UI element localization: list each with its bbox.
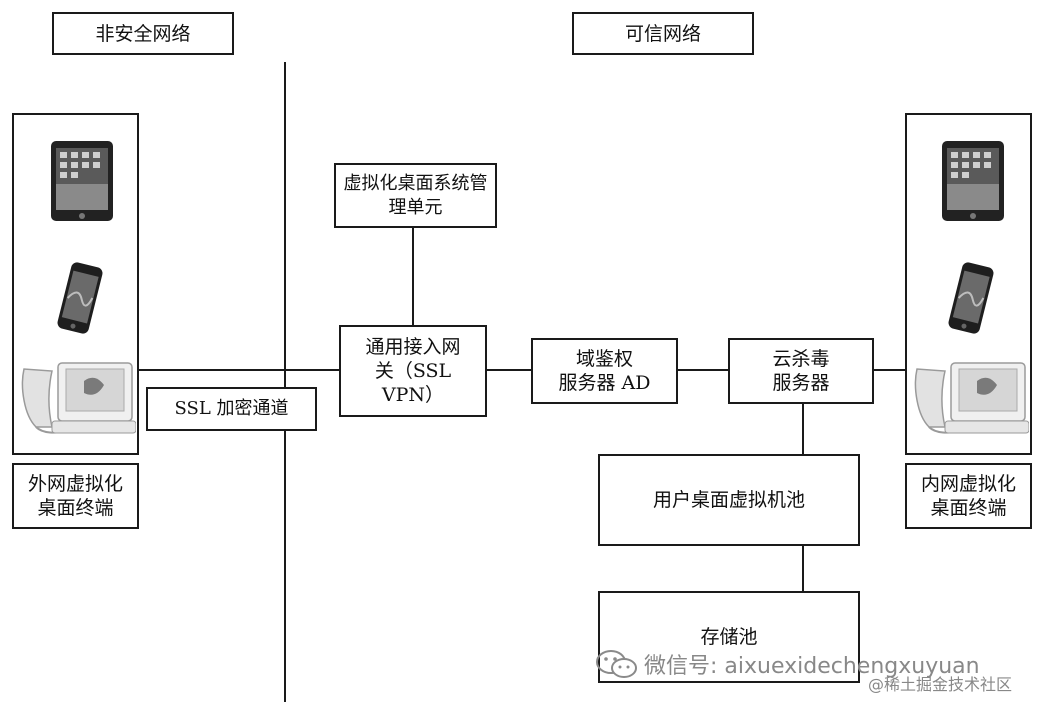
tablet-icon xyxy=(51,141,113,221)
ssl-tunnel-box: SSL 加密通道 xyxy=(146,387,317,431)
wechat-icon xyxy=(596,650,637,678)
gateway-box: 通用接入网 关（SSL VPN） xyxy=(339,325,487,417)
desktop-vm-pool-label: 用户桌面虚拟机池 xyxy=(652,489,805,511)
connector-ad-to-antivirus xyxy=(677,369,728,371)
ad-server-box: 域鉴权 服务器 AD xyxy=(531,338,678,404)
video-phone-icon xyxy=(21,362,136,434)
storage-pool-label: 存储池 xyxy=(700,626,758,648)
management-unit-label: 虚拟化桌面系统管理单元 xyxy=(343,172,488,218)
zone-label-trusted-text: 可信网络 xyxy=(624,22,701,45)
antivirus-server-label: 云杀毒 服务器 xyxy=(772,348,830,394)
ad-server-label: 域鉴权 服务器 AD xyxy=(558,348,651,394)
video-phone-icon xyxy=(914,362,1029,434)
smartphone-icon xyxy=(57,262,103,334)
internal-terminals-label-box: 内网虚拟化 桌面终端 xyxy=(905,463,1032,529)
zone-label-untrusted: 非安全网络 xyxy=(52,12,234,55)
connector-antivirus-to-internal xyxy=(873,369,905,371)
connector-desktop-pool-to-storage xyxy=(802,546,804,591)
zone-label-trusted: 可信网络 xyxy=(572,12,754,55)
storage-pool-box: 存储池 xyxy=(598,591,860,683)
zone-label-untrusted-text: 非安全网络 xyxy=(95,22,191,45)
desktop-vm-pool-box: 用户桌面虚拟机池 xyxy=(598,454,860,546)
antivirus-server-box: 云杀毒 服务器 xyxy=(728,338,874,404)
community-watermark: @稀土掘金技术社区 xyxy=(868,675,1013,694)
wechat-watermark-text: 微信号: aixuexidechengxuyuan xyxy=(644,654,980,679)
external-device-panel xyxy=(12,113,139,455)
wechat-watermark: 微信号: aixuexidechengxuyuan xyxy=(594,648,980,680)
zone-divider xyxy=(284,62,286,702)
external-terminals-label: 外网虚拟化 桌面终端 xyxy=(27,473,123,519)
ssl-tunnel-label: SSL 加密通道 xyxy=(174,398,289,419)
tablet-icon xyxy=(942,141,1004,221)
gateway-label: 通用接入网 关（SSL VPN） xyxy=(365,336,461,406)
management-unit-box: 虚拟化桌面系统管理单元 xyxy=(334,163,497,228)
smartphone-icon xyxy=(948,262,994,334)
internal-device-panel xyxy=(905,113,1032,455)
connector-gateway-to-ad xyxy=(486,369,531,371)
connector-external-to-gateway xyxy=(139,369,340,371)
connector-management-to-gateway xyxy=(412,228,414,325)
internal-terminals-label: 内网虚拟化 桌面终端 xyxy=(920,473,1016,519)
external-terminals-label-box: 外网虚拟化 桌面终端 xyxy=(12,463,139,529)
connector-antivirus-to-desktop-pool xyxy=(802,404,804,454)
